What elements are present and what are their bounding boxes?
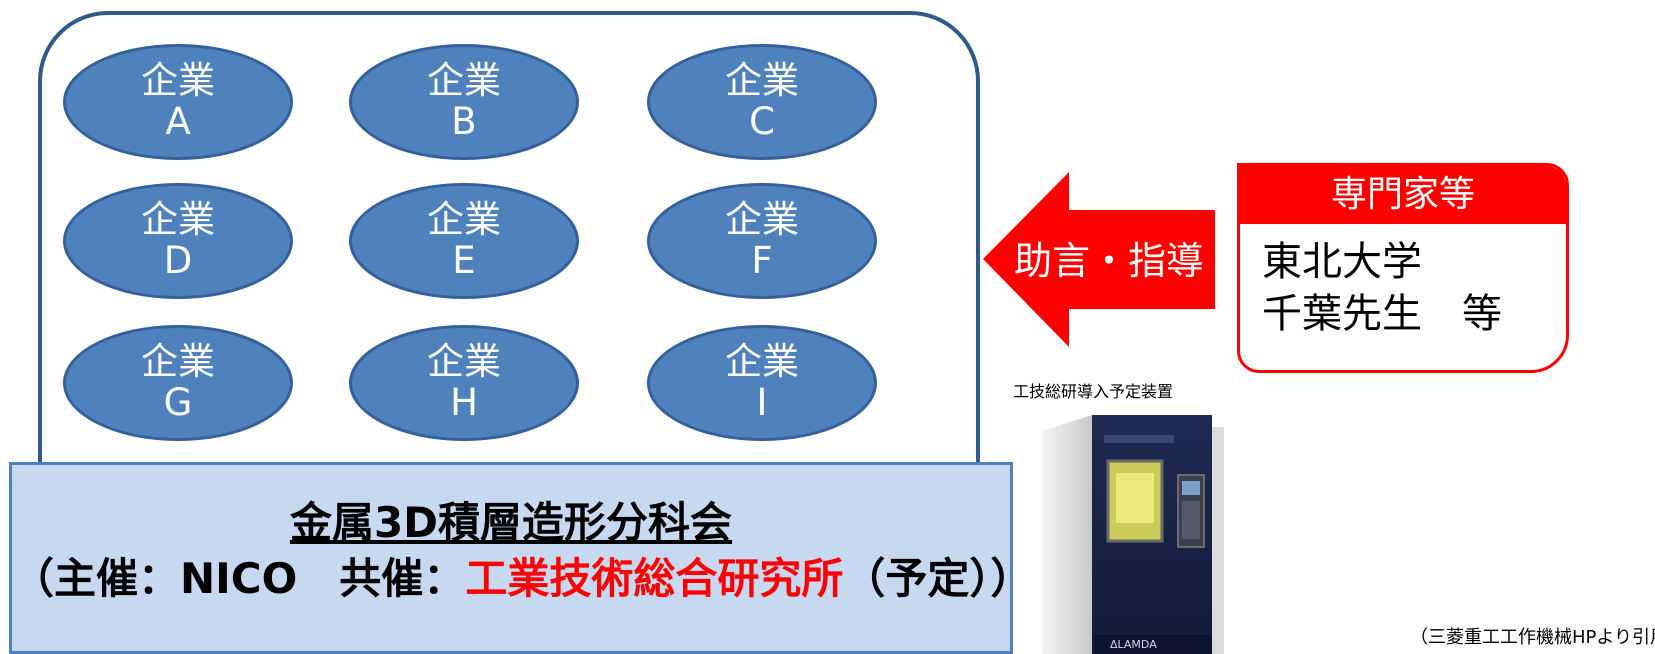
device-label: 工技総研導入予定装置 xyxy=(1013,382,1174,401)
experts-line-1: 東北大学 xyxy=(1262,239,1422,285)
experts-title: 専門家等 xyxy=(1240,166,1566,224)
advice-arrow: 助言・指導 xyxy=(983,172,1215,347)
company-h: 企業 H xyxy=(349,325,579,441)
company-g-label: 企業 xyxy=(141,340,215,384)
left-arrow-icon xyxy=(983,172,1215,347)
company-f-label: 企業 xyxy=(725,198,799,242)
company-c: 企業 C xyxy=(647,44,877,160)
advice-arrow-label: 助言・指導 xyxy=(1013,239,1204,283)
company-a: 企業 A xyxy=(63,44,293,160)
company-i: 企業 I xyxy=(647,325,877,441)
company-i-letter: I xyxy=(756,381,768,424)
company-b-letter: B xyxy=(451,100,477,143)
machine-brand-text: ΔLAMDA xyxy=(1110,638,1157,651)
company-b: 企業 B xyxy=(349,44,579,160)
company-a-letter: A xyxy=(165,100,191,143)
company-c-letter: C xyxy=(749,100,775,143)
company-d-label: 企業 xyxy=(141,198,215,242)
committee-co-host: 工業技術総合研究所 xyxy=(465,554,844,603)
company-f: 企業 F xyxy=(647,183,877,299)
company-a-label: 企業 xyxy=(141,59,215,103)
company-g-letter: G xyxy=(163,381,193,424)
company-g: 企業 G xyxy=(63,325,293,441)
company-h-letter: H xyxy=(450,381,478,424)
company-e-label: 企業 xyxy=(427,198,501,242)
company-c-label: 企業 xyxy=(725,59,799,103)
metal-3d-printer-image: ΔLAMDA xyxy=(1042,415,1224,654)
committee-box: 金属3D積層造形分科会 （主催：NICO 共催：工業技術総合研究所（予定）） xyxy=(9,462,1032,654)
committee-title: 金属3D積層造形分科会 xyxy=(289,498,733,547)
company-h-label: 企業 xyxy=(427,340,501,384)
company-i-label: 企業 xyxy=(725,340,799,384)
company-b-label: 企業 xyxy=(427,59,501,103)
committee-sub-prefix: （主催：NICO 共催： xyxy=(12,554,466,603)
image-caption: （三菱重工工作機械HPより引用 xyxy=(1410,627,1655,648)
company-d: 企業 D xyxy=(63,183,293,299)
experts-box: 専門家等 東北大学 千葉先生 等 xyxy=(1237,163,1569,373)
company-d-letter: D xyxy=(163,239,193,282)
committee-subtitle: （主催：NICO 共催：工業技術総合研究所（予定）） xyxy=(12,551,1032,607)
committee-sub-suffix: （予定）） xyxy=(843,554,1033,603)
company-f-letter: F xyxy=(751,239,773,282)
experts-line-2: 千葉先生 等 xyxy=(1262,291,1502,337)
company-e: 企業 E xyxy=(349,183,579,299)
company-e-letter: E xyxy=(452,239,476,282)
